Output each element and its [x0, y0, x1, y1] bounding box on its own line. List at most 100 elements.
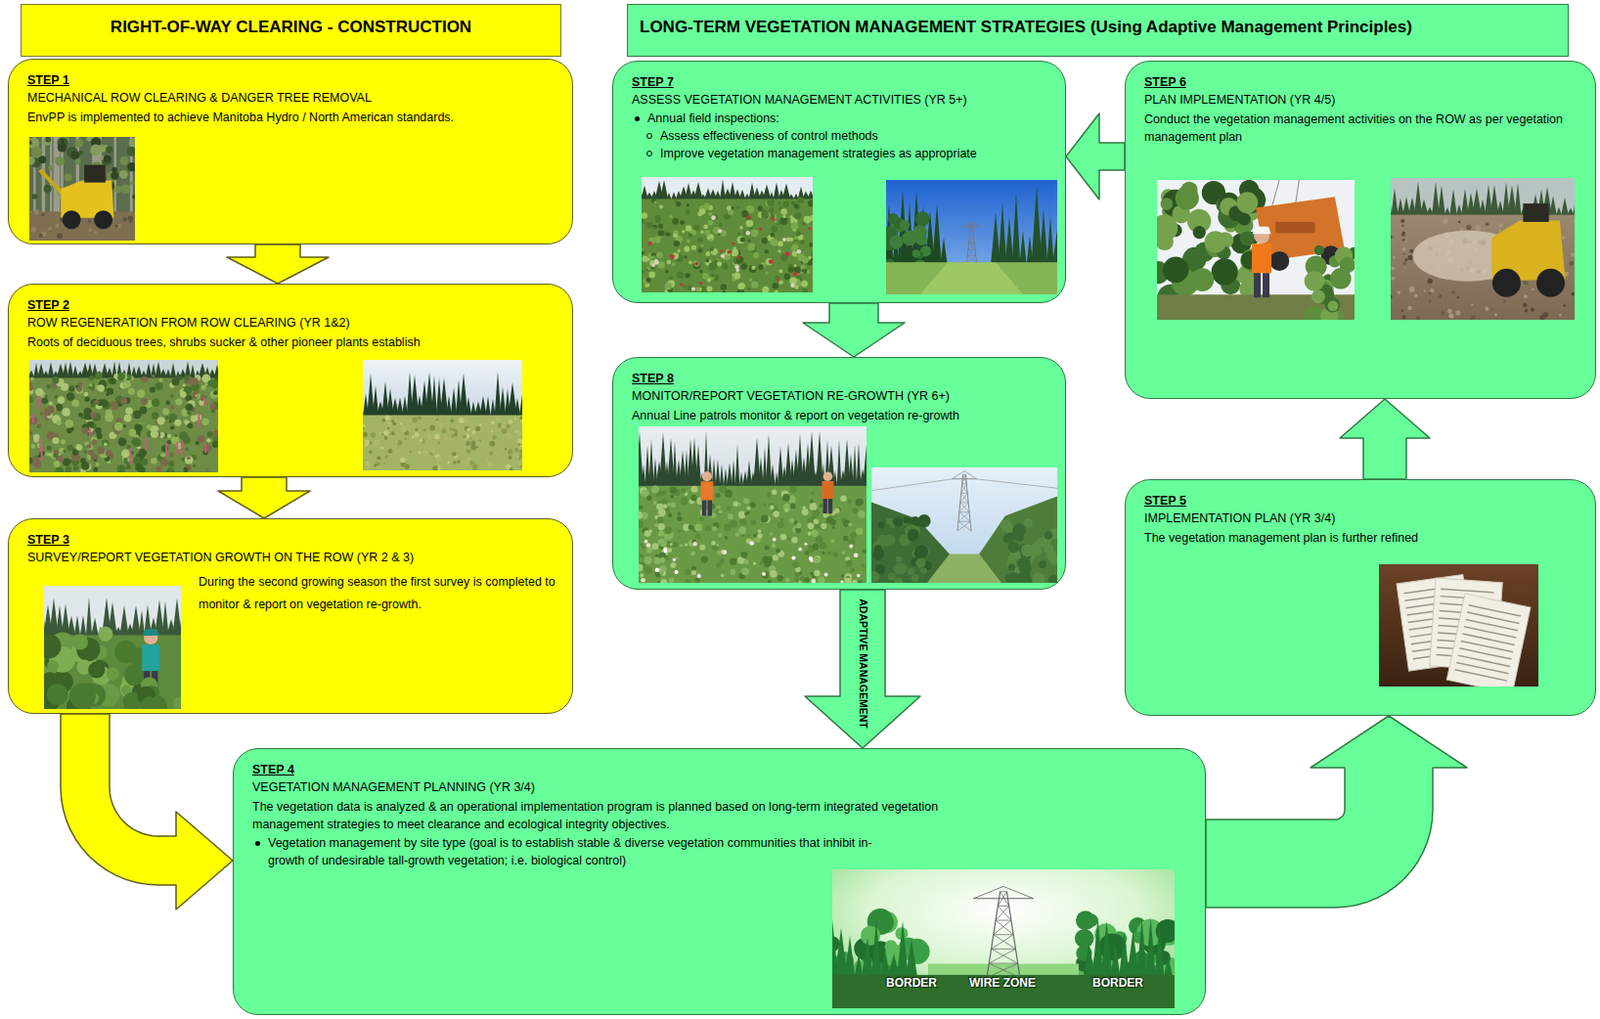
picture-detail — [806, 190, 813, 201]
picture-detail — [105, 449, 113, 457]
picture-detail — [699, 544, 706, 551]
picture-detail — [783, 272, 791, 280]
picture-detail — [774, 220, 778, 223]
picture-detail — [68, 385, 75, 392]
step-title: ASSESS VEGETATION MANAGEMENT ACTIVITIES … — [631, 90, 1047, 109]
picture-detail — [1390, 295, 1393, 300]
picture-detail — [176, 442, 178, 454]
picture-detail — [1408, 255, 1414, 261]
bullet-marker — [646, 150, 653, 157]
picture-detail — [777, 521, 785, 529]
picture-detail — [644, 556, 653, 565]
picture-detail — [189, 377, 198, 386]
picture-detail — [714, 458, 720, 489]
picture-detail — [751, 280, 758, 288]
picture-detail — [726, 250, 731, 255]
picture-detail — [840, 494, 846, 501]
picture-detail — [419, 420, 423, 424]
picture-detail — [812, 556, 820, 564]
step-box: STEP 1MECHANICAL ROW CLEARING & DANGER T… — [7, 58, 574, 245]
picture-detail — [693, 224, 700, 231]
picture-detail — [507, 434, 513, 440]
picture-detail — [810, 516, 819, 525]
picture-detail — [1007, 572, 1021, 583]
picture-detail — [737, 231, 741, 235]
picture-detail — [747, 243, 756, 252]
picture-detail — [1400, 309, 1404, 312]
picture-detail — [44, 585, 181, 710]
step-title: ROW REGENERATION FROM ROW CLEARING (YR 1… — [27, 313, 554, 332]
picture-detail — [969, 236, 975, 244]
picture-detail — [806, 518, 811, 523]
picture-detail — [114, 185, 122, 193]
site-photo — [1156, 179, 1355, 320]
picture-detail — [669, 542, 673, 546]
picture-detail — [796, 230, 801, 236]
picture-detail — [786, 237, 792, 243]
picture-detail — [95, 462, 100, 467]
picture-detail — [638, 486, 867, 583]
picture-detail — [160, 458, 169, 467]
picture-detail — [641, 251, 645, 255]
section-title: LONG-TERM VEGETATION MANAGEMENT STRATEGI… — [639, 15, 1556, 40]
picture-detail — [48, 400, 53, 405]
picture-detail — [74, 158, 81, 165]
picture-detail — [767, 579, 772, 583]
picture-detail — [750, 541, 755, 546]
picture-detail — [363, 440, 370, 446]
picture-detail — [779, 517, 784, 522]
picture-detail — [704, 229, 711, 236]
step-description: Conduct the vegetation management activi… — [1144, 110, 1575, 146]
picture-detail — [209, 402, 217, 410]
picture-detail — [737, 502, 741, 506]
picture-detail — [971, 222, 974, 224]
picture-detail — [32, 413, 35, 423]
picture-detail — [490, 430, 493, 433]
picture-detail — [97, 626, 113, 642]
bullet-marker — [634, 116, 640, 122]
picture-detail — [801, 506, 806, 511]
picture-detail — [807, 532, 812, 536]
picture-detail — [1253, 272, 1261, 298]
picture-detail — [1156, 179, 1355, 320]
block-arrow — [1205, 715, 1467, 908]
site-photo — [29, 136, 135, 241]
site-photo — [362, 359, 523, 471]
section-title: RIGHT-OF-WAY CLEARING - CONSTRUCTION — [31, 15, 551, 40]
picture-detail — [744, 559, 750, 565]
picture-detail — [70, 151, 80, 161]
picture-detail — [162, 407, 170, 415]
step-number: STEP 7 — [631, 73, 1047, 91]
picture-detail — [1442, 218, 1449, 224]
picture-detail — [639, 573, 644, 578]
picture-detail — [1402, 261, 1406, 265]
picture-detail — [828, 498, 833, 514]
picture-detail — [700, 555, 708, 563]
picture-detail — [669, 215, 673, 219]
picture-detail — [679, 282, 683, 286]
picture-detail — [671, 218, 679, 225]
picture-detail — [105, 145, 113, 153]
picture-detail — [362, 415, 523, 472]
picture-detail — [1449, 188, 1458, 219]
picture-detail — [1311, 289, 1326, 304]
picture-detail — [55, 403, 64, 412]
picture-detail — [644, 530, 652, 537]
picture-detail — [401, 427, 407, 433]
picture-detail — [518, 440, 523, 445]
picture-detail — [204, 382, 208, 386]
picture-detail — [1448, 312, 1454, 318]
picture-detail — [862, 548, 867, 553]
picture-detail — [454, 430, 458, 434]
picture-detail — [720, 283, 727, 290]
picture-detail — [658, 530, 665, 536]
picture-detail — [641, 177, 813, 201]
picture-detail — [774, 289, 779, 293]
picture-detail — [110, 172, 119, 180]
picture-detail — [708, 212, 712, 217]
site-photo — [29, 359, 219, 473]
picture-detail — [38, 423, 43, 428]
picture-detail — [178, 431, 188, 441]
picture-detail — [1572, 193, 1575, 219]
picture-detail — [452, 460, 457, 465]
